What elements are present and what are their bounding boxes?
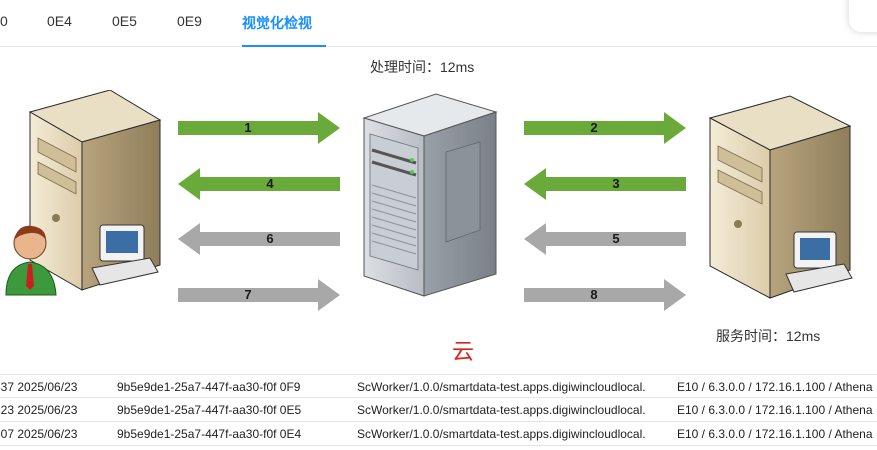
- arrow-3: 3: [524, 168, 686, 200]
- log-id: 9b5e9de1-25a7-447f-aa30-f0f 0F9: [117, 380, 301, 394]
- log-meta: E10 / 6.3.0.0 / 172.16.1.100 / Athena: [677, 403, 873, 417]
- client-computer-icon: [5, 90, 162, 296]
- cloud-label: 云: [452, 339, 475, 364]
- table-row[interactable]: 637 2025/06/23 9b5e9de1-25a7-447f-aa30-f…: [0, 374, 877, 398]
- cloud-server-icon: [362, 93, 498, 297]
- arrow-5: 5: [524, 223, 686, 255]
- log-time: 623 2025/06/23: [0, 403, 78, 417]
- tab-0e9[interactable]: 0E9: [177, 13, 202, 29]
- log-id: 9b5e9de1-25a7-447f-aa30-f0f 0E4: [117, 427, 302, 441]
- corner-button[interactable]: [849, 0, 877, 32]
- table-row[interactable]: 623 2025/06/23 9b5e9de1-25a7-447f-aa30-f…: [0, 398, 877, 422]
- log-meta: E10 / 6.3.0.0 / 172.16.1.100 / Athena: [677, 380, 873, 394]
- log-id: 9b5e9de1-25a7-447f-aa30-f0f 0E5: [117, 403, 302, 417]
- log-table: 637 2025/06/23 9b5e9de1-25a7-447f-aa30-f…: [0, 374, 877, 446]
- arrow-8-label: 8: [590, 287, 598, 302]
- arrow-5-label: 5: [612, 231, 620, 246]
- arrow-7: 7: [178, 279, 340, 311]
- arrow-7-label: 7: [244, 287, 252, 302]
- tab-0e5[interactable]: 0E5: [112, 13, 137, 29]
- arrow-2: 2: [524, 112, 686, 144]
- log-meta: E10 / 6.3.0.0 / 172.16.1.100 / Athena: [677, 427, 873, 441]
- arrow-3-label: 3: [612, 176, 620, 191]
- tab-visual-view[interactable]: 视觉化检视: [242, 15, 312, 31]
- arrow-8: 8: [524, 279, 686, 311]
- tab-0e4[interactable]: 0E4: [47, 13, 72, 29]
- tab-bar: 0 0E4 0E5 0E9 视觉化检视: [0, 0, 877, 47]
- log-agent: ScWorker/1.0.0/smartdata-test.apps.digiw…: [357, 380, 646, 394]
- arrow-1-label: 1: [244, 120, 252, 135]
- service-computer-icon: [708, 95, 853, 299]
- processing-time-label: 处理时间：12ms: [370, 59, 475, 75]
- log-agent: ScWorker/1.0.0/smartdata-test.apps.digiw…: [357, 427, 646, 441]
- arrow-1: 1: [178, 112, 340, 144]
- tab-0[interactable]: 0: [0, 13, 8, 29]
- table-row[interactable]: 607 2025/06/23 9b5e9de1-25a7-447f-aa30-f…: [0, 422, 877, 446]
- log-time: 607 2025/06/23: [0, 427, 78, 441]
- arrow-6: 6: [178, 223, 340, 255]
- tab-active-indicator: [242, 45, 326, 47]
- arrow-4: 4: [178, 168, 340, 200]
- service-time-label: 服务时间：12ms: [716, 328, 821, 344]
- log-agent: ScWorker/1.0.0/smartdata-test.apps.digiw…: [357, 403, 646, 417]
- arrow-4-label: 4: [266, 176, 274, 191]
- arrow-2-label: 2: [590, 120, 598, 135]
- arrow-6-label: 6: [266, 231, 274, 246]
- log-time: 637 2025/06/23: [0, 380, 78, 394]
